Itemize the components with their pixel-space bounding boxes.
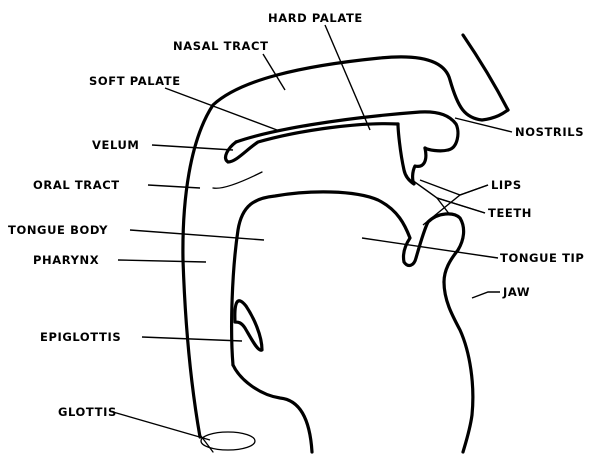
label-jaw: JAW: [502, 285, 530, 299]
label-teeth: TEETH: [488, 206, 532, 220]
pharynx-front-wall: [233, 365, 312, 452]
label-velum: VELUM: [92, 138, 139, 152]
epiglottis-shape: [235, 301, 262, 350]
leader-velum: [152, 145, 233, 150]
label-tongue-tip: TONGUE TIP: [500, 251, 584, 265]
labels: HARD PALATE NASAL TRACT SOFT PALATE VELU…: [8, 11, 584, 419]
nose-bridge: [463, 35, 508, 110]
leader-tongue-body: [130, 230, 264, 240]
leader-epiglottis: [142, 337, 242, 341]
label-epiglottis: EPIGLOTTIS: [40, 330, 121, 344]
leader-pharynx: [118, 260, 206, 262]
label-nasal-tract: NASAL TRACT: [173, 39, 269, 53]
leader-soft-palate: [165, 88, 277, 130]
label-lips: LIPS: [491, 178, 522, 192]
hard-palate-line: [236, 112, 458, 151]
label-oral-tract: ORAL TRACT: [33, 178, 120, 192]
oral-tract-marker: [213, 172, 262, 188]
label-pharynx: PHARYNX: [33, 253, 99, 267]
leader-nasal-tract: [263, 54, 285, 90]
leader-teeth: [412, 180, 485, 213]
leader-oral-tract: [148, 185, 200, 188]
velum-shape: [226, 124, 398, 162]
label-tongue-body: TONGUE BODY: [8, 223, 108, 237]
leader-tongue-tip: [362, 238, 498, 258]
anatomy-outline: [183, 35, 508, 452]
jaw-line: [444, 282, 473, 452]
label-hard-palate: HARD PALATE: [268, 11, 363, 25]
label-glottis: GLOTTIS: [58, 405, 117, 419]
leader-teeth-lower: [437, 198, 485, 215]
label-soft-palate: SOFT PALATE: [89, 74, 181, 88]
leader-hard-palate: [325, 25, 370, 130]
leader-jaw: [472, 292, 500, 298]
upper-lip: [398, 124, 426, 184]
label-nostrils: NOSTRILS: [515, 125, 584, 139]
